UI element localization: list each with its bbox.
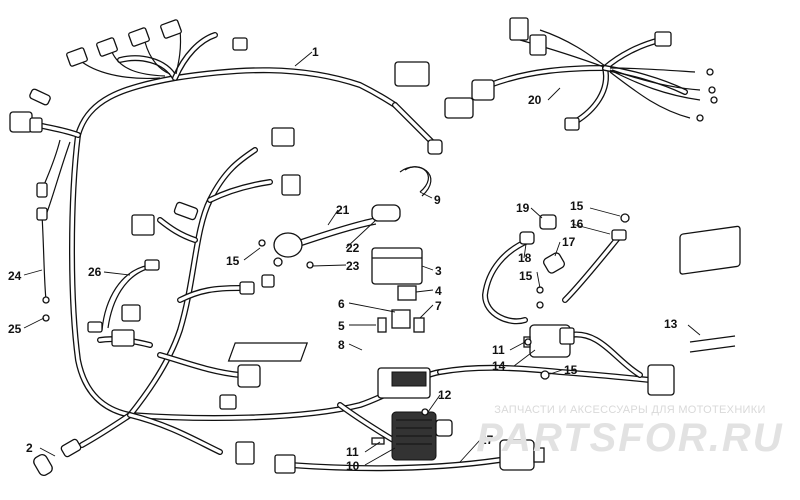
- callout-12: 12: [438, 388, 452, 402]
- item-2-connector: [33, 438, 82, 476]
- callout-14: 14: [492, 359, 506, 373]
- callout-3: 3: [435, 264, 442, 278]
- callout-24: 24: [8, 269, 22, 283]
- callout-4: 4: [435, 284, 442, 298]
- solenoid-assembly: [482, 213, 643, 380]
- fasteners: [258, 239, 532, 346]
- watermark-tagline: ЗАПЧАСТИ И АКСЕССУАРЫ ДЛЯ МОТОТЕХНИКИ: [494, 404, 766, 416]
- callout-25: 25: [8, 322, 22, 336]
- callout-26: 26: [88, 265, 102, 279]
- item-9-clamp: [399, 166, 432, 197]
- callout-1: 1: [312, 45, 319, 59]
- callout-19: 19: [516, 201, 530, 215]
- callout-5: 5: [338, 319, 345, 333]
- callout-15a: 15: [226, 254, 240, 268]
- callout-10: 10: [346, 459, 360, 473]
- item-13-module: [679, 225, 741, 353]
- callout-9: 9: [434, 193, 441, 207]
- item-26-lead: [87, 259, 160, 333]
- fuse-box-parts: [227, 247, 431, 399]
- callout-13: 13: [664, 317, 678, 331]
- callout-11a: 11: [492, 343, 505, 357]
- callout-15d: 15: [570, 199, 584, 213]
- leader-lines: [23, 51, 701, 466]
- callout-6: 6: [338, 297, 345, 311]
- callout-2: 2: [26, 441, 33, 455]
- callout-23: 23: [346, 259, 360, 273]
- callout-labels: 1 2 3 4 5 6 7 8 9 10 11 11 12 13 14 15 1…: [8, 45, 678, 473]
- main-harness: [35, 32, 653, 472]
- callout-11b: 11: [346, 445, 359, 459]
- upper-left-connectors: [9, 19, 248, 322]
- callout-7: 7: [435, 299, 442, 313]
- callout-8: 8: [338, 338, 345, 352]
- callout-16: 16: [570, 217, 584, 231]
- watermark-logo: PARTSFOR.RU: [476, 416, 784, 460]
- callout-27: 27: [480, 433, 494, 447]
- callout-17: 17: [562, 235, 576, 249]
- callout-21: 21: [336, 203, 350, 217]
- item-27-connector: [499, 439, 545, 471]
- upper-left-wires: [41, 29, 182, 301]
- callout-18: 18: [518, 251, 532, 265]
- harness-20: [471, 17, 718, 131]
- callout-15c: 15: [564, 363, 578, 377]
- callout-22: 22: [346, 241, 360, 255]
- callout-15b: 15: [519, 269, 533, 283]
- item-21-22: [273, 204, 401, 267]
- callout-20: 20: [528, 93, 542, 107]
- item-10-12: [371, 408, 453, 461]
- harness-connectors: [111, 61, 675, 474]
